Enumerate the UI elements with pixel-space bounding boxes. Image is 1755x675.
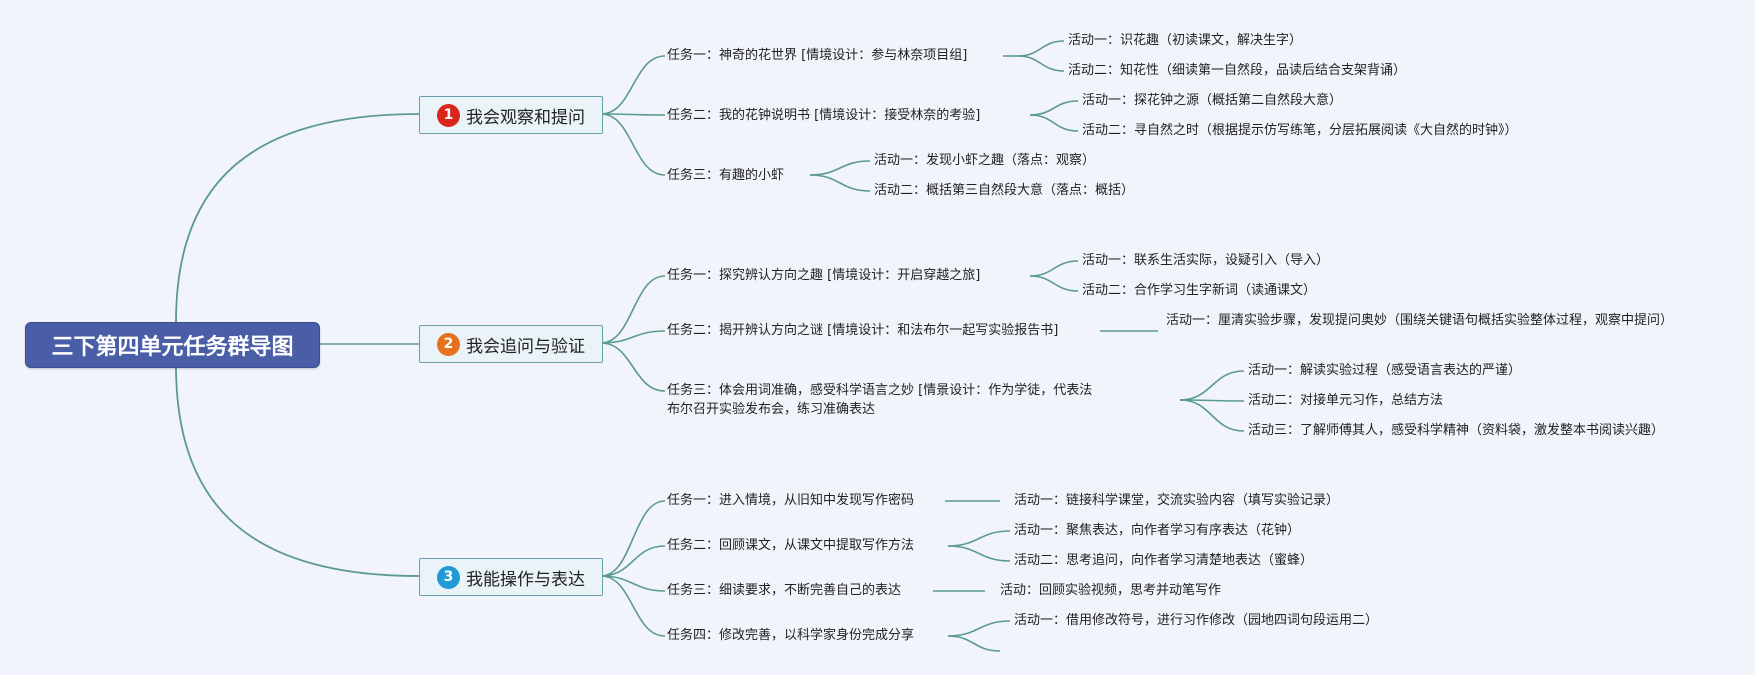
activity-node[interactable]: 活动一：链接科学课堂，交流实验内容（填写实验记录） — [1014, 493, 1340, 508]
connector-branch-task — [600, 545, 666, 577]
task-node[interactable]: 任务二：回顾课文，从课文中提取写作方法 — [667, 538, 915, 553]
branch-label-3: 我能操作与表达 — [466, 569, 585, 590]
activity-node[interactable]: 活动一：聚焦表达，向作者学习有序表达（花钟） — [1014, 523, 1301, 538]
activity-node[interactable]: 活动一：解读实验过程（感受语言表达的严谨） — [1248, 363, 1522, 378]
connector-task-activity — [809, 160, 871, 176]
activity-node[interactable]: 活动一：探花钟之源（概括第二自然段大意） — [1082, 93, 1343, 108]
connector-branch-task — [600, 500, 666, 577]
connector-branch-task — [600, 575, 666, 592]
task-node[interactable]: 任务一：探究辨认方向之趣 [情境设计：开启穿越之旅] — [667, 268, 981, 283]
task-node[interactable]: 任务二：揭开辨认方向之谜 [情境设计：和法布尔一起写实验报告书] — [667, 323, 1059, 338]
root-node[interactable]: 三下第四单元任务群导图 — [25, 322, 320, 368]
task-node[interactable]: 任务一：神奇的花世界 [情境设计：参与林奈项目组] — [667, 48, 968, 63]
branch-node-2[interactable]: 2 我会追问与验证 — [419, 325, 603, 363]
number-badge-1: 1 — [437, 103, 460, 127]
connector-root-branch1 — [175, 113, 420, 323]
connector-branch-task — [600, 275, 666, 344]
connector-task-activity — [1017, 40, 1065, 57]
connector-task-activity — [947, 545, 1011, 562]
root-label: 三下第四单元任务群导图 — [51, 335, 294, 360]
number-badge-3: 3 — [437, 565, 460, 589]
activity-node[interactable]: 活动二：概括第三自然段大意（落点：概括） — [874, 183, 1135, 198]
task-node[interactable]: 任务三：体会用词准确，感受科学语言之妙 [情景设计：作为学徒，代表法布尔召开实验… — [667, 383, 1093, 417]
task-node[interactable]: 任务一：进入情境，从旧知中发现写作密码 — [667, 493, 915, 508]
connector-branch-task — [600, 575, 666, 637]
connector-task-activity — [1179, 399, 1245, 432]
activity-node[interactable]: 活动二：对接单元习作，总结方法 — [1248, 393, 1444, 408]
branch-label-1: 我会观察和提问 — [466, 107, 585, 128]
task-node[interactable]: 任务三：细读要求，不断完善自己的表达 — [667, 583, 902, 598]
activity-node[interactable]: 活动一：借用修改符号，进行习作修改（园地四词句段运用二） — [1014, 613, 1379, 628]
activity-node[interactable]: 活动二：知花性（细读第一自然段，品读后结合支架背诵） — [1068, 63, 1407, 78]
connector-task-activity — [1029, 275, 1079, 292]
task-node[interactable]: 任务三：有趣的小虾 — [667, 168, 785, 183]
activity-node[interactable]: 活动一：发现小虾之趣（落点：观察） — [874, 153, 1096, 168]
connector-task-activity — [809, 174, 871, 192]
connector-task-activity — [1179, 370, 1245, 401]
connector-branch-task — [600, 55, 666, 115]
branch-node-3[interactable]: 3 我能操作与表达 — [419, 558, 603, 596]
branch-node-1[interactable]: 1 我会观察和提问 — [419, 96, 603, 134]
branch-label-2: 我会追问与验证 — [466, 336, 585, 357]
connector-task-activity — [1029, 114, 1079, 132]
connector-branch-task — [600, 113, 666, 116]
activity-node[interactable]: 活动一：厘清实验步骤，发现提问奥妙（围绕关键语句概括实验整体过程，观察中提问） — [1166, 313, 1674, 328]
connector-task-activity — [1029, 260, 1079, 277]
activity-node[interactable]: 活动二：合作学习生字新词（读通课文） — [1082, 283, 1317, 298]
connector-task-activity — [947, 620, 1011, 637]
activity-node[interactable]: 活动二：寻自然之时（根据提示仿写练笔，分层拓展阅读《大自然的时钟》） — [1082, 123, 1518, 138]
activity-node[interactable]: 活动一：联系生活实际，设疑引入（导入） — [1082, 253, 1330, 268]
connector-branch-task — [600, 342, 666, 392]
connector-root-branch3 — [175, 365, 420, 577]
connector-task-activity — [1029, 100, 1079, 116]
task-node[interactable]: 任务四：修改完善，以科学家身份完成分享 — [667, 628, 915, 643]
connector-branch-task — [600, 330, 666, 344]
task-node[interactable]: 任务二：我的花钟说明书 [情境设计：接受林奈的考验] — [667, 108, 981, 123]
activity-node[interactable]: 活动一：识花趣（初读课文，解决生字） — [1068, 33, 1303, 48]
number-badge-2: 2 — [437, 332, 460, 356]
connector-task-activity — [947, 635, 1001, 652]
connector-task-activity — [1017, 55, 1065, 72]
connector-branch-task — [600, 113, 666, 176]
activity-node[interactable]: 活动：回顾实验视频，思考并动笔写作 — [1000, 583, 1222, 598]
activity-node[interactable]: 活动三：了解师傅其人，感受科学精神（资料袋，激发整本书阅读兴趣） — [1248, 423, 1665, 438]
activity-node[interactable]: 活动二：思考追问，向作者学习清楚地表达（蜜蜂） — [1014, 553, 1314, 568]
connector-task-activity — [947, 530, 1011, 547]
